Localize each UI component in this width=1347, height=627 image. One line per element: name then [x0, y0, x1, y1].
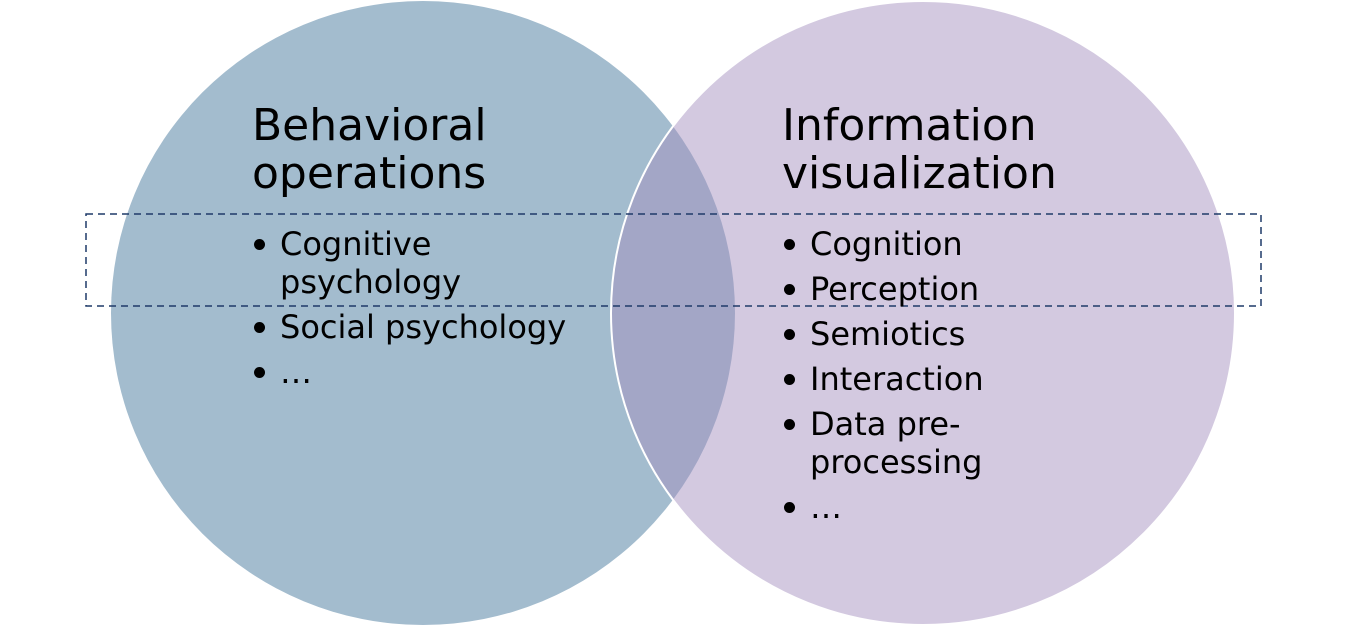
list-item-line: Semiotics: [810, 315, 966, 353]
title-line: visualization: [782, 148, 1057, 199]
title-line: operations: [252, 148, 487, 199]
list-item-ellipsis: …: [252, 353, 566, 391]
behavioral-operations-circle: [111, 1, 735, 625]
information-visualization-list: Cognition Perception Semiotics Interacti…: [782, 225, 1057, 526]
list-item-interaction: Interaction: [782, 360, 1057, 398]
list-item-cognition: Cognition: [782, 225, 1057, 263]
information-visualization-block: Information visualization Cognition Perc…: [782, 102, 1057, 527]
list-item-data-preprocessing: Data pre- processing: [782, 405, 1057, 481]
list-item-line: Social psychology: [280, 308, 567, 346]
list-item-line: psychology: [280, 263, 462, 301]
list-item-cognitive-psychology: Cognitive psychology: [252, 225, 566, 301]
list-item-line: …: [280, 353, 312, 391]
list-item-semiotics: Semiotics: [782, 315, 1057, 353]
list-item-ellipsis: …: [782, 488, 1057, 526]
behavioral-operations-block: Behavioral operations Cognitive psycholo…: [252, 102, 566, 392]
list-item-line: processing: [810, 443, 983, 481]
behavioral-operations-list: Cognitive psychology Social psychology …: [252, 225, 566, 391]
list-item-line: Cognition: [810, 225, 963, 263]
highlight-dashed-box: [85, 213, 1262, 307]
list-item-line: …: [810, 488, 842, 526]
title-line: Information: [782, 100, 1037, 151]
right-circle-outline: [610, 0, 1236, 626]
behavioral-operations-title: Behavioral operations: [252, 102, 566, 198]
title-line: Behavioral: [252, 100, 487, 151]
list-item-social-psychology: Social psychology: [252, 308, 566, 346]
information-visualization-title: Information visualization: [782, 102, 1057, 198]
list-item-line: Data pre-: [810, 405, 961, 443]
list-item-line: Perception: [810, 270, 980, 308]
list-item-perception: Perception: [782, 270, 1057, 308]
list-item-line: Cognitive: [280, 225, 432, 263]
list-item-line: Interaction: [810, 360, 984, 398]
information-visualization-circle: [611, 1, 1235, 625]
